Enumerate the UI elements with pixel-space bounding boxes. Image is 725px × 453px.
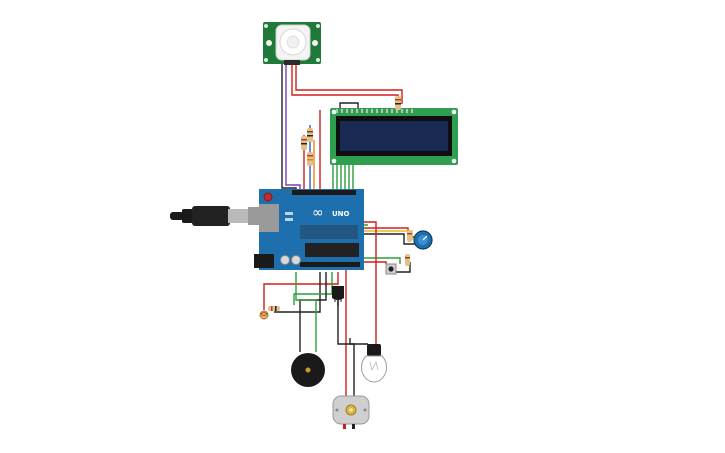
wire-motor-black [337, 300, 355, 396]
pir-sensor[interactable] [263, 22, 321, 65]
reset-button[interactable] [263, 192, 273, 202]
board-brand-text: UNO [332, 210, 350, 218]
wire-ldr-green [293, 272, 333, 305]
piezo-buzzer[interactable] [291, 353, 325, 387]
arduino-uno[interactable]: ∞ UNO [254, 189, 364, 270]
resistor-top-right[interactable] [395, 96, 401, 110]
arduino-logo: ∞ [312, 205, 324, 221]
resistor-pot[interactable] [407, 230, 412, 242]
wire-pir-vcc [291, 64, 399, 104]
dc-motor[interactable] [332, 395, 370, 429]
lcd-display[interactable] [330, 108, 458, 165]
atmega-chip [305, 243, 359, 257]
wire-lcd-top-black [339, 102, 359, 110]
wire-btn-red [362, 261, 387, 264]
wire-bulb-black [349, 338, 368, 345]
light-bulb[interactable] [361, 344, 387, 383]
wire-ldr-red [263, 272, 339, 310]
potentiometer[interactable] [413, 230, 433, 250]
wire-ldr-black [274, 272, 321, 313]
pushbutton[interactable] [385, 263, 397, 275]
wire-btn-black [396, 262, 411, 273]
transistor[interactable] [332, 286, 344, 303]
wire-pir-vcc2 [295, 64, 403, 104]
wire-buzzer-green [295, 272, 317, 352]
wire-pir-gnd [281, 64, 297, 192]
resistor-stack[interactable] [301, 128, 313, 166]
resistor-ldr[interactable] [268, 306, 280, 311]
resistor-button[interactable] [405, 254, 410, 266]
usb-cable[interactable] [170, 206, 272, 226]
wire-bulb-red [364, 221, 377, 344]
photoresistor[interactable] [259, 310, 269, 320]
wire-btn-green [362, 257, 401, 264]
lcd-header-pins [336, 109, 413, 113]
lcd-screen [340, 121, 448, 151]
wire-pir-out [285, 64, 301, 192]
wire-pot-black [362, 233, 416, 245]
